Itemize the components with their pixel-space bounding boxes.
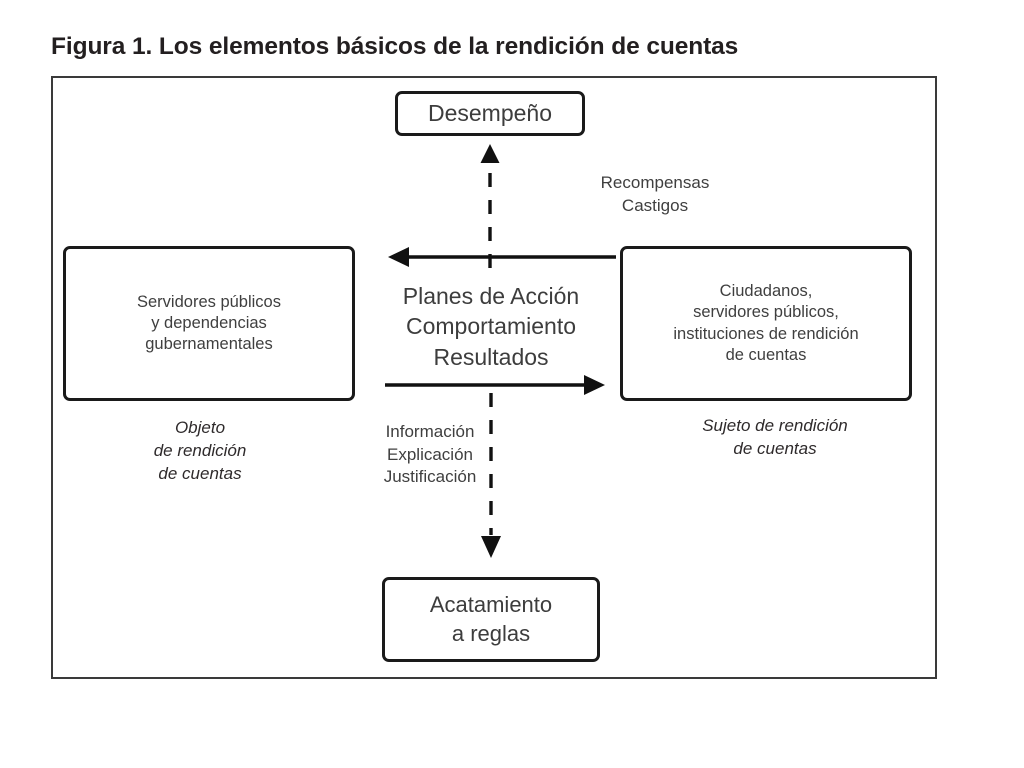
node-box-ciudadanos: Ciudadanos, servidores públicos, institu… <box>620 246 912 401</box>
node-label-ciudadanos: Ciudadanos, servidores públicos, institu… <box>673 282 859 364</box>
node-label-acatamiento: Acatamiento a reglas <box>429 592 553 646</box>
edge-label-recompensas-castigos: Recompensas Castigos <box>600 173 710 215</box>
node-box-acatamiento: Acatamiento a reglas <box>382 577 600 662</box>
node-label-servidores-publicos: Servidores públicos y dependencias guber… <box>137 292 281 354</box>
node-label-desempeno: Desempeño <box>427 99 553 126</box>
caption-sujeto-de-rendicion-de-cuentas: Sujeto de rendición de cuentas <box>702 416 848 459</box>
center-label-planes-de-accion: Planes de Acción Comportamiento Resultad… <box>402 283 580 370</box>
edge-label-informacion-explicacion-justificacion: Información Explicación Justificación <box>383 422 477 487</box>
node-box-desempeno: Desempeño <box>395 91 585 136</box>
caption-objeto-de-rendicion-de-cuentas: Objeto de rendición de cuentas <box>153 418 247 484</box>
node-box-servidores-publicos: Servidores públicos y dependencias guber… <box>63 246 355 401</box>
figure-title: Figura 1. Los elementos básicos de la re… <box>51 33 739 60</box>
